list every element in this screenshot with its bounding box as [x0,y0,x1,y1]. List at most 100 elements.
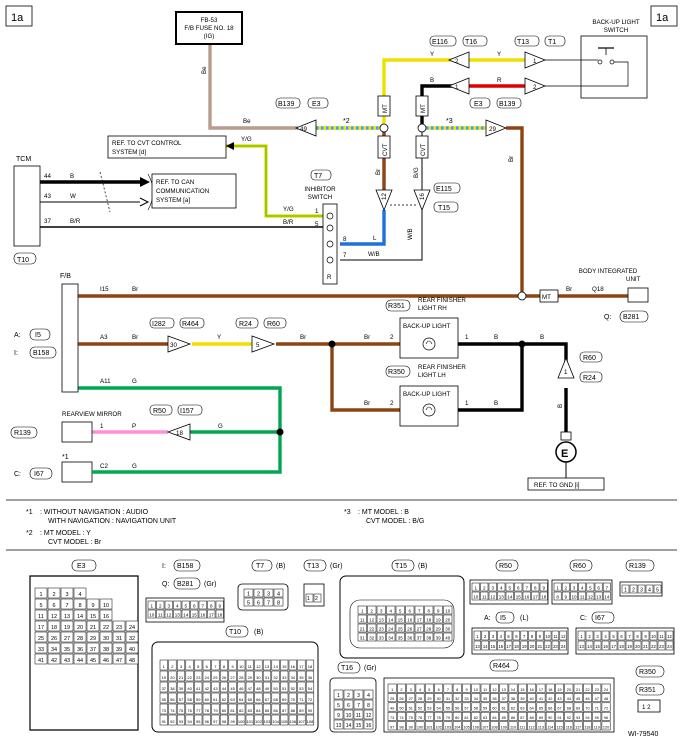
svg-text:88: 88 [291,708,296,713]
svg-text:7: 7 [65,603,68,609]
svg-text:15: 15 [356,723,362,729]
cvt-ref-line2: SYSTEM [d] [112,149,146,156]
svg-text:40: 40 [530,697,534,701]
branch-cvt2: CVT [420,143,427,156]
svg-text:35: 35 [483,697,487,701]
svg-text:13: 13 [475,644,480,649]
inhibitor-conn: T7 [314,173,322,180]
switch-line1: BACK-UP LIGHT [592,19,640,26]
svg-text:47: 47 [248,686,253,691]
note2-b: CVT MODEL : Br [48,539,102,546]
view-t7-color: (B) [276,563,285,570]
svg-text:5: 5 [184,603,187,608]
svg-text:14: 14 [604,594,610,599]
svg-text:118: 118 [584,725,590,729]
svg-text:8: 8 [534,585,537,590]
note3-b: CVT MODEL : B/G [366,518,424,525]
lamp-lh: R350 REAR FINISHER LIGHT LH BACK-UP LIGH… [364,364,498,427]
svg-text:40: 40 [129,647,135,653]
tcm-pin43: 43 [44,193,51,200]
svg-text:8: 8 [456,688,458,692]
svg-text:8: 8 [556,594,559,599]
svg-text:5: 5 [197,664,200,669]
svg-text:17: 17 [299,664,304,669]
svg-text:17: 17 [38,625,44,631]
svg-text:73: 73 [162,708,167,713]
svg-text:105: 105 [463,725,469,729]
svg-text:8: 8 [531,634,534,639]
svg-text:5: 5 [428,688,430,692]
lamp-rh-conn: R351 [388,303,405,310]
svg-text:66: 66 [548,707,552,711]
svg-text:58: 58 [187,697,192,702]
svg-text:89: 89 [299,708,304,713]
svg-text:31: 31 [116,636,122,642]
lamp-rh-pin2: 2 [390,334,394,341]
svg-text:16: 16 [291,664,296,669]
svg-text:6: 6 [620,634,623,639]
svg-text:94: 94 [187,719,192,724]
svg-text:47: 47 [116,658,122,664]
svg-text:78: 78 [437,716,441,720]
svg-text:55: 55 [162,697,167,702]
svg-text:52: 52 [291,686,296,691]
svg-text:24: 24 [129,625,135,631]
svg-text:95: 95 [595,716,599,720]
svg-text:90: 90 [548,716,552,720]
svg-text:37: 37 [417,635,422,640]
svg-text:39: 39 [520,697,524,701]
svg-text:77: 77 [427,716,431,720]
svg-text:3: 3 [573,585,576,590]
svg-text:29: 29 [427,697,431,701]
svg-text:23: 23 [196,675,201,680]
view-t10-color: (B) [254,629,263,636]
lamp-lh-wire-br: Br [364,400,370,407]
svg-text:5: 5 [337,703,340,709]
svg-text:4: 4 [188,664,191,669]
svg-text:76: 76 [418,716,422,720]
svg-text:10: 10 [474,688,478,692]
svg-text:19: 19 [436,617,441,622]
svg-text:16: 16 [200,612,206,617]
wire-label-yg1: Y/G [241,136,252,143]
svg-text:6: 6 [193,603,196,608]
svg-text:19: 19 [162,675,167,680]
svg-text:53: 53 [427,707,431,711]
svg-text:2: 2 [52,592,55,598]
mid-connectors: 30 5 I282 R464 R24 R60 Y Br Br [149,317,370,353]
view-t10-label: T10 [229,629,241,636]
fb-wire-c2: G [132,463,137,470]
svg-text:7: 7 [523,634,526,639]
svg-text:24: 24 [667,644,672,649]
svg-text:8: 8 [428,608,431,613]
svg-text:41: 41 [539,697,543,701]
svg-text:15: 15 [90,614,96,620]
svg-text:72: 72 [604,707,608,711]
svg-text:11: 11 [553,634,558,639]
view-b158-label: B158 [177,563,193,570]
svg-text:89: 89 [539,716,543,720]
body-unit-q-conn: B281 [623,314,639,321]
svg-text:51: 51 [282,686,287,691]
svg-text:9: 9 [539,634,542,639]
svg-text:44: 44 [77,658,83,664]
svg-text:41: 41 [196,686,201,691]
svg-text:11: 11 [360,617,365,622]
svg-text:1: 1 [247,591,250,597]
svg-text:63: 63 [520,707,524,711]
svg-text:36: 36 [407,635,412,640]
svg-text:67: 67 [557,707,561,711]
view-i5-color: (L) [520,615,529,622]
svg-text:2: 2 [484,634,487,639]
view-b281-label: B281 [177,581,193,588]
pin-t1-2: 2 [533,84,537,91]
svg-text:44: 44 [222,686,227,691]
pin-12: 12 [381,193,388,200]
svg-text:19: 19 [522,644,527,649]
svg-text:9: 9 [437,608,440,613]
svg-text:4: 4 [648,587,651,593]
conn-b139a: B139 [278,101,294,108]
svg-text:3: 3 [596,634,599,639]
lamp-lh-wire-b: B [494,400,498,407]
svg-text:13: 13 [265,664,270,669]
